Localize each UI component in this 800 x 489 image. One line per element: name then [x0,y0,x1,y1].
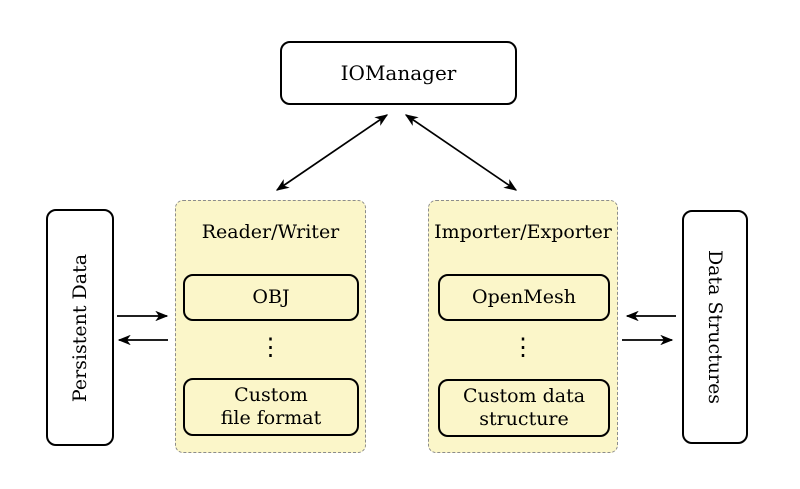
custom-file-format-node: Custom file format [183,378,359,436]
data-structures-label: Data Structures [704,249,726,405]
persistent-data-node: Persistent Data [46,209,114,446]
arrow-iomanager-importer-exporter [404,114,518,191]
reader-writer-ellipsis: ⋮ [258,333,283,361]
openmesh-label: OpenMesh [472,285,576,308]
custom-data-structure-label: Custom data structure [462,384,586,430]
reader-writer-title: Reader/Writer [201,221,340,243]
obj-label: OBJ [252,285,290,308]
reader-writer-group: Reader/Writer OBJ ⋮ Custom file format [175,200,366,453]
persistent-data-label: Persistent Data [69,253,91,402]
importer-exporter-title: Importer/Exporter [434,221,612,243]
iomanager-node: IOManager [280,41,517,105]
obj-node: OBJ [183,274,359,321]
importer-exporter-ellipsis: ⋮ [511,333,535,361]
data-structures-node: Data Structures [682,210,748,444]
openmesh-node: OpenMesh [438,274,610,321]
arrow-iomanager-reader-writer [275,114,389,191]
custom-file-format-label: Custom file format [220,383,322,429]
custom-data-structure-node: Custom data structure [438,379,610,437]
iomanager-label: IOManager [340,61,457,85]
importer-exporter-group: Importer/Exporter OpenMesh ⋮ Custom data… [428,200,618,453]
